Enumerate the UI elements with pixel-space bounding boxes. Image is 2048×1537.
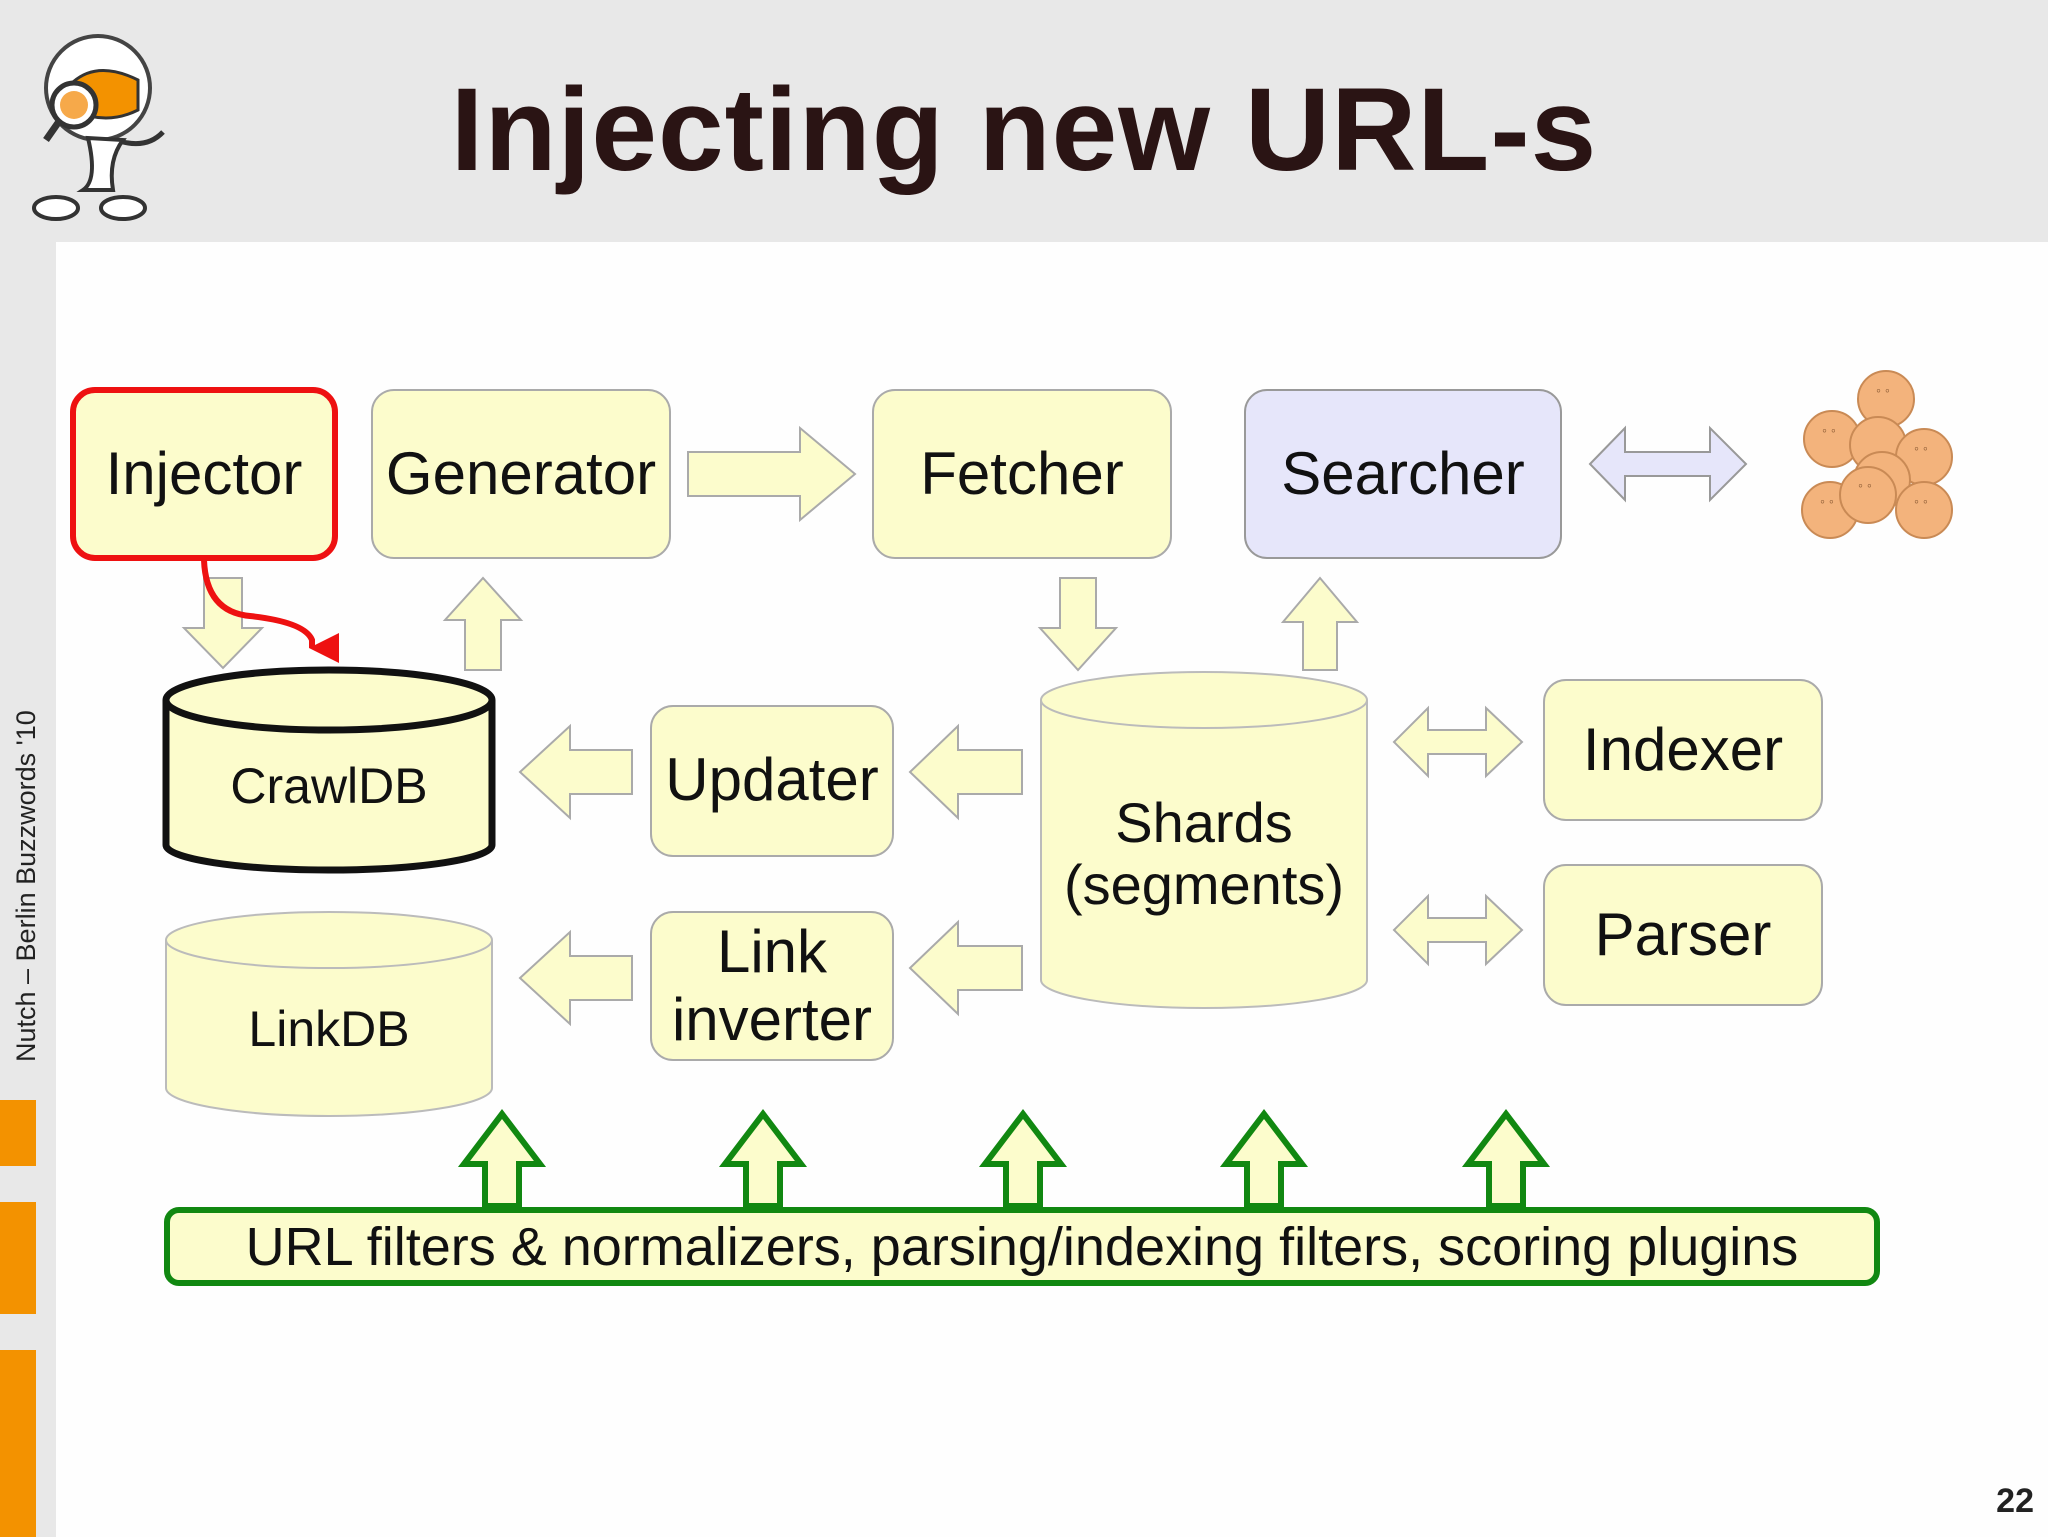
arrow-injector-down [181,577,265,670]
plugin-arrow [1461,1109,1551,1209]
arrow-shards-to-updater [908,723,1023,821]
generator-box: Generator [371,389,671,559]
plugin-arrow [1219,1109,1309,1209]
plugins-bar-label: URL filters & normalizers, parsing/index… [246,1217,1799,1277]
link-inverter-label-2: inverter [672,986,872,1053]
link-inverter-label-1: Link [717,918,828,985]
indexer-box: Indexer [1543,679,1823,821]
fetcher-box: Fetcher [872,389,1172,559]
svg-text:◦ ◦: ◦ ◦ [1876,382,1890,398]
arrow-shards-parser [1392,893,1524,967]
indexer-label: Indexer [1583,716,1783,783]
injector-box: Injector [70,387,338,561]
parser-box: Parser [1543,864,1823,1006]
arrow-updater-to-crawldb [518,723,633,821]
arrow-shards-to-searcher [1280,576,1360,671]
plugin-arrows [457,1109,1551,1209]
plugin-arrow [457,1109,547,1209]
linkdb-cylinder: LinkDB [165,911,493,1117]
searcher-box: Searcher [1244,389,1562,559]
shards-cylinder: Shards (segments) [1040,671,1368,1009]
arrow-searcher-users [1588,425,1748,503]
fetcher-label: Fetcher [920,440,1123,507]
page-number: 22 [1996,1482,2034,1520]
svg-text:◦ ◦: ◦ ◦ [1914,493,1928,509]
link-inverter-box: Link inverter [650,911,894,1061]
arrow-generator-to-fetcher [687,425,857,523]
title-band [0,0,2048,240]
shards-label-2: (segments) [1064,853,1344,916]
svg-text:◦ ◦: ◦ ◦ [1820,493,1834,509]
arrow-inverter-to-linkdb [518,929,633,1027]
searcher-label: Searcher [1281,440,1524,507]
crawldb-cylinder: CrawlDB [162,666,496,874]
injector-label: Injector [106,440,303,507]
parser-label: Parser [1595,901,1772,968]
svg-text:◦ ◦: ◦ ◦ [1822,422,1836,438]
svg-text:◦ ◦: ◦ ◦ [1914,440,1928,456]
red-inject-arrow [201,559,339,663]
arrow-shards-indexer [1392,705,1524,779]
orange-marker [0,1350,36,1537]
orange-marker [0,1202,36,1314]
left-band [0,240,56,1537]
nutch-mascot-logo [32,34,165,221]
crawldb-label: CrawlDB [230,758,427,814]
orange-marker [0,1100,36,1166]
updater-label: Updater [665,746,878,813]
updater-box: Updater [650,705,894,857]
generator-label: Generator [386,440,656,507]
plugins-bar: URL filters & normalizers, parsing/index… [164,1207,1880,1286]
shards-label-1: Shards [1115,791,1292,854]
users-cluster-icon: ◦ ◦ ◦ ◦ ◦ ◦ ◦ ◦ ◦ ◦ ◦ ◦ [1801,370,1953,539]
arrow-shards-to-inverter [908,919,1023,1017]
linkdb-label: LinkDB [248,1001,409,1057]
arrow-crawldb-to-generator [442,576,524,671]
plugin-arrow [978,1109,1068,1209]
slide-title: Injecting new URL-s [450,64,1598,196]
arrow-fetcher-to-shards [1037,577,1119,672]
svg-text:◦ ◦: ◦ ◦ [1858,477,1872,493]
plugin-arrow [718,1109,808,1209]
